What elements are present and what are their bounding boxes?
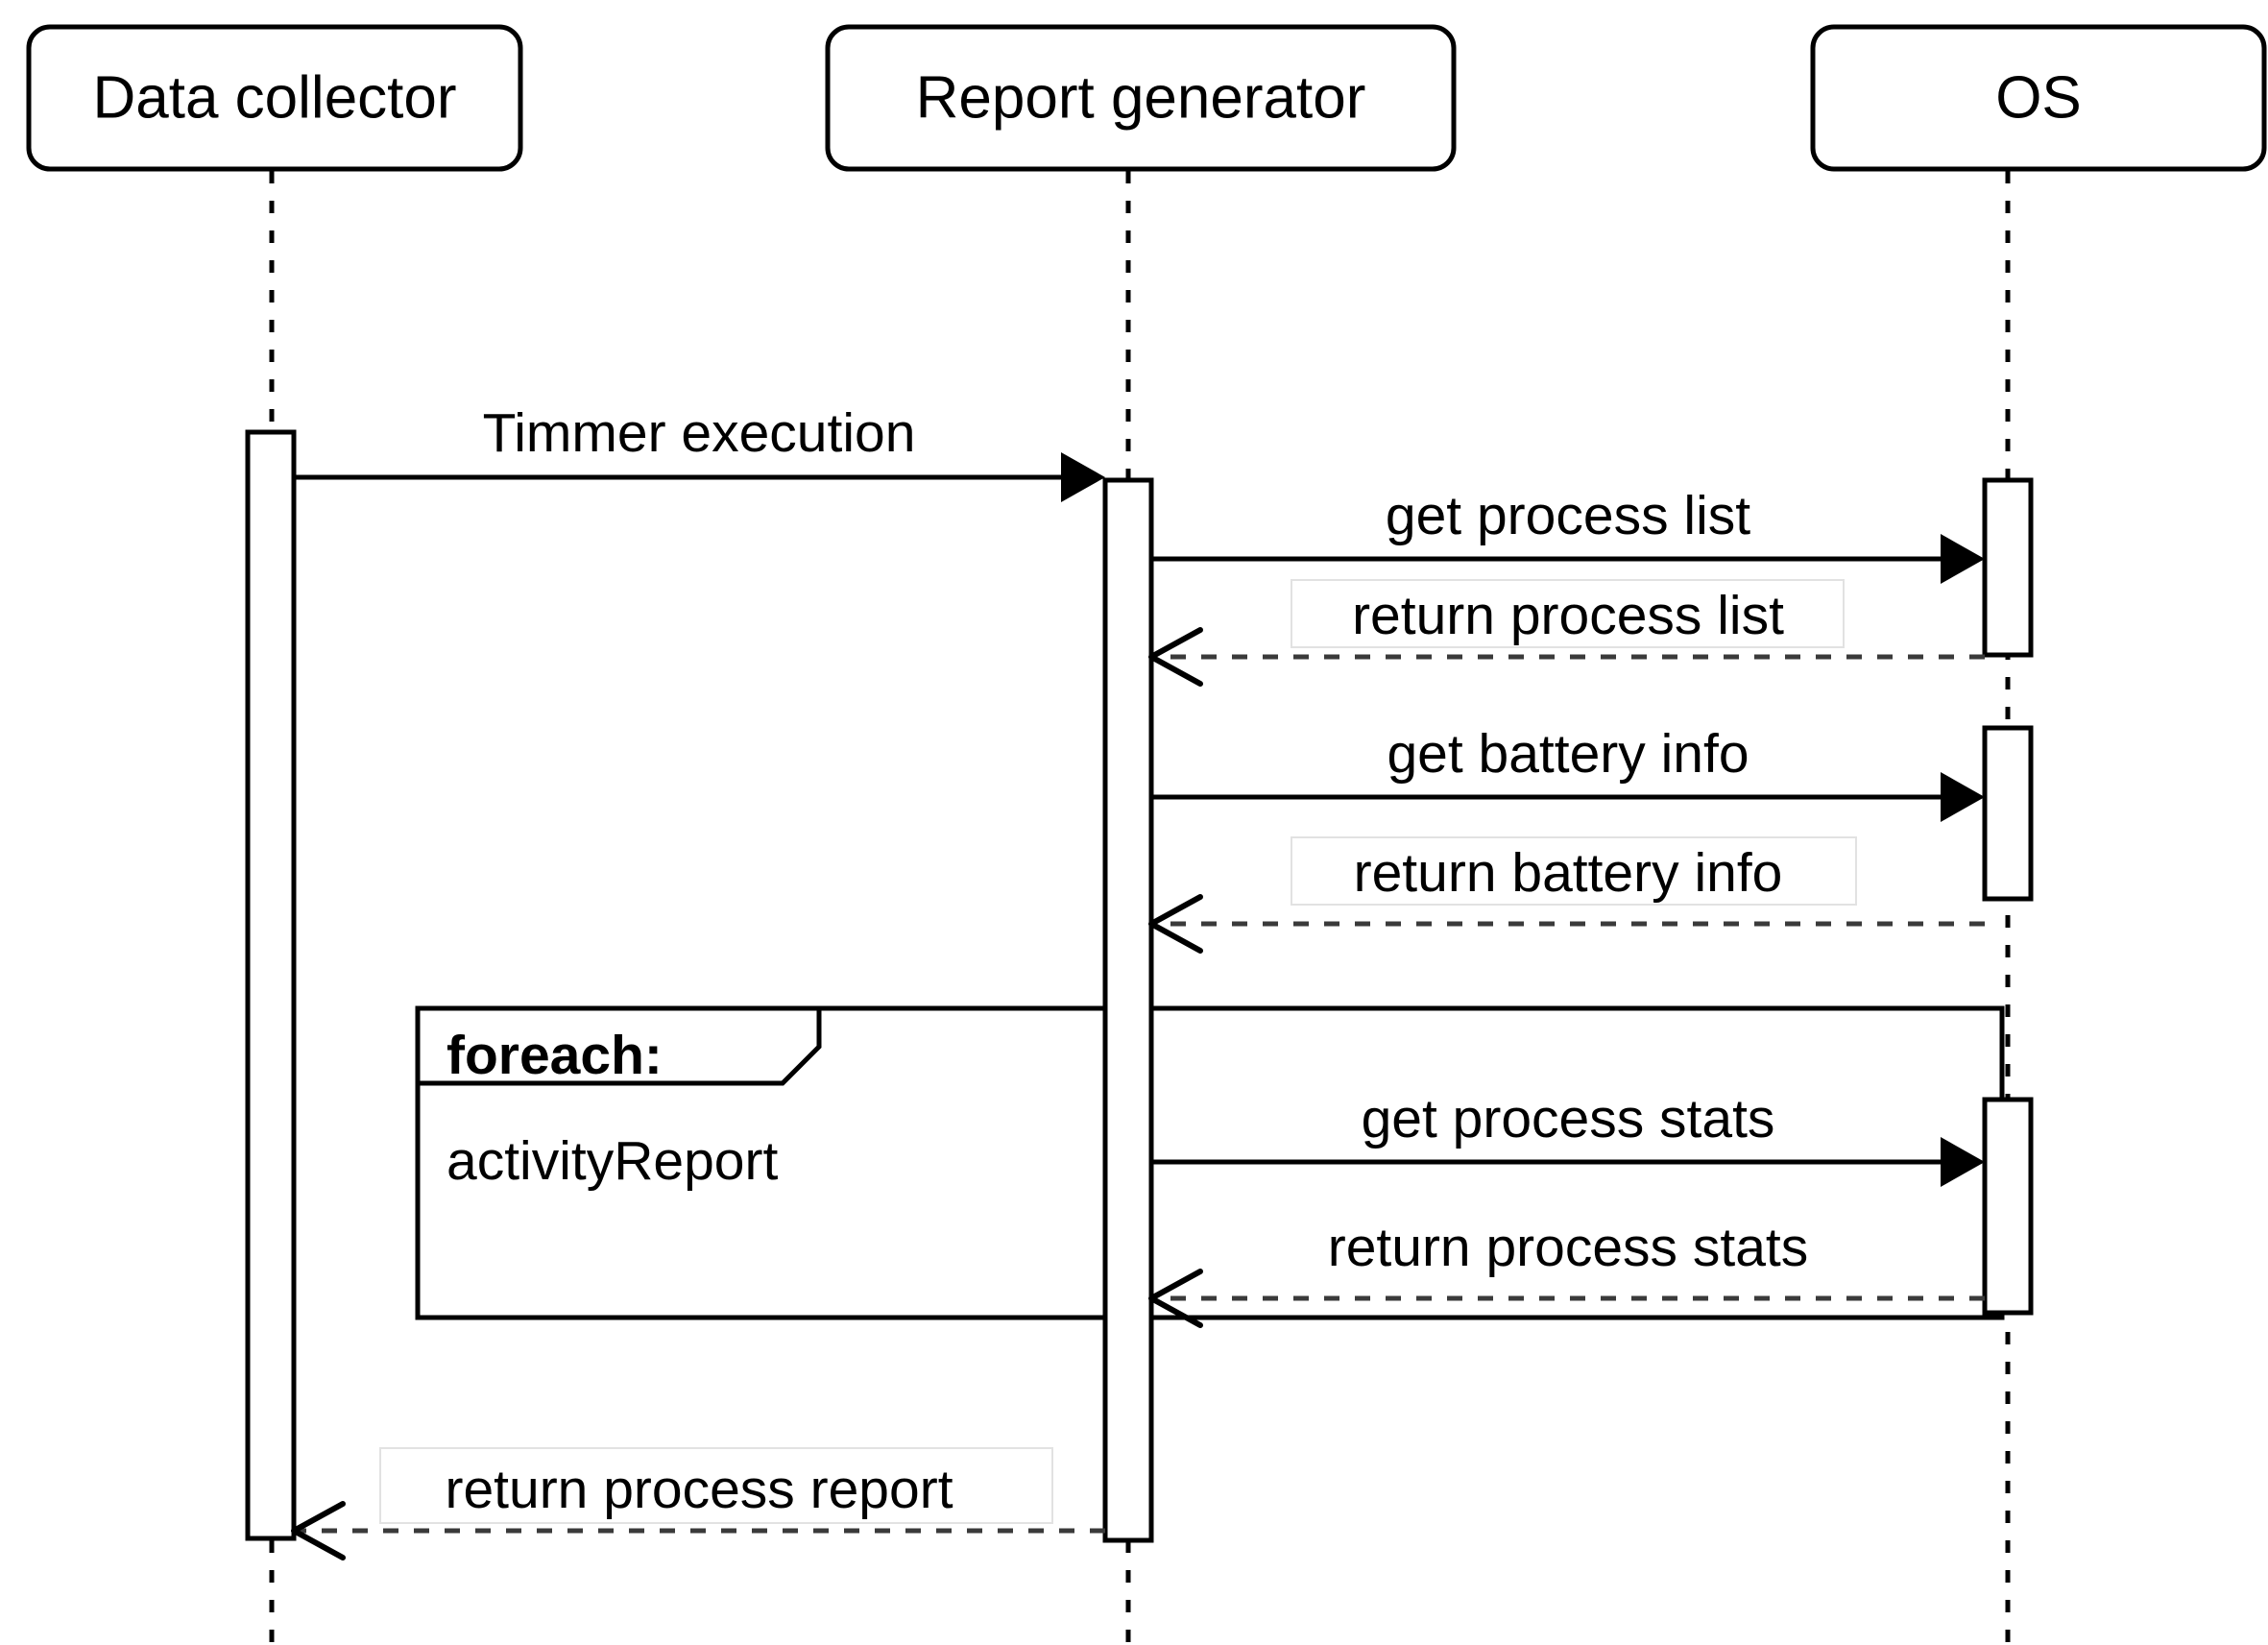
message-return-process-list-label-box [1291,579,1845,648]
message-get-battery-info-label: get battery info [1387,723,1749,785]
message-return-process-list-label: return process list [1352,585,1784,646]
message-get-process-stats-arrowhead [1941,1137,1985,1187]
fragment-foreach[interactable]: foreach: activityReport [415,1005,2005,1320]
activation-os-3[interactable] [1982,1097,2034,1316]
activation-report-generator[interactable] [1102,477,1154,1543]
fragment-foreach-condition-label: activityReport [446,1130,778,1192]
participant-data-collector[interactable]: Data collector [26,24,523,172]
message-get-battery-info-arrowhead [1941,772,1985,822]
message-return-battery-info-arrowhead [1148,894,1203,954]
participant-label-data-collector: Data collector [92,64,456,131]
message-get-process-list-label: get process list [1386,485,1750,546]
message-get-battery-info[interactable]: get battery info [1151,723,1985,822]
message-get-process-stats-label: get process stats [1362,1088,1775,1149]
participant-label-report-generator: Report generator [916,64,1366,131]
message-return-process-report-label-box [379,1447,1053,1524]
message-timmer-execution-arrowhead [1061,452,1105,502]
message-get-process-stats[interactable]: get process stats [1151,1088,1985,1187]
message-timmer-execution[interactable]: Timmer execution [294,402,1105,502]
message-return-battery-info-label: return battery info [1354,842,1783,904]
message-return-process-stats-label: return process stats [1328,1217,1809,1278]
message-return-process-stats[interactable]: return process stats [1148,1217,1985,1328]
message-timmer-execution-label: Timmer execution [483,402,916,464]
message-return-battery-info[interactable]: return battery info [1148,836,1985,954]
message-return-process-list-arrowhead [1148,627,1203,687]
message-return-process-stats-arrowhead [1148,1269,1203,1328]
participant-report-generator[interactable]: Report generator [825,24,1457,172]
fragment-foreach-tab [415,1005,822,1086]
participant-box-os[interactable] [1810,24,2267,172]
message-return-process-list[interactable]: return process list [1148,579,1985,687]
activations-group [245,429,2034,1543]
activation-data-collector[interactable] [245,429,297,1541]
message-return-process-report-label: return process report [445,1459,953,1520]
message-get-process-list[interactable]: get process list [1151,485,1985,584]
message-return-battery-info-label-box [1291,836,1857,906]
message-return-process-report-arrowhead [291,1501,346,1560]
fragment-foreach-kind-label: foreach: [446,1025,663,1086]
participant-box-report-generator[interactable] [825,24,1457,172]
message-return-process-report[interactable]: return process report [291,1447,1105,1560]
activation-os-1[interactable] [1982,477,2034,658]
participant-os[interactable]: OS [1810,24,2267,172]
activation-os-2[interactable] [1982,725,2034,902]
participant-box-data-collector[interactable] [26,24,523,172]
message-get-process-list-arrowhead [1941,534,1985,584]
participant-label-os: OS [1995,64,2082,131]
